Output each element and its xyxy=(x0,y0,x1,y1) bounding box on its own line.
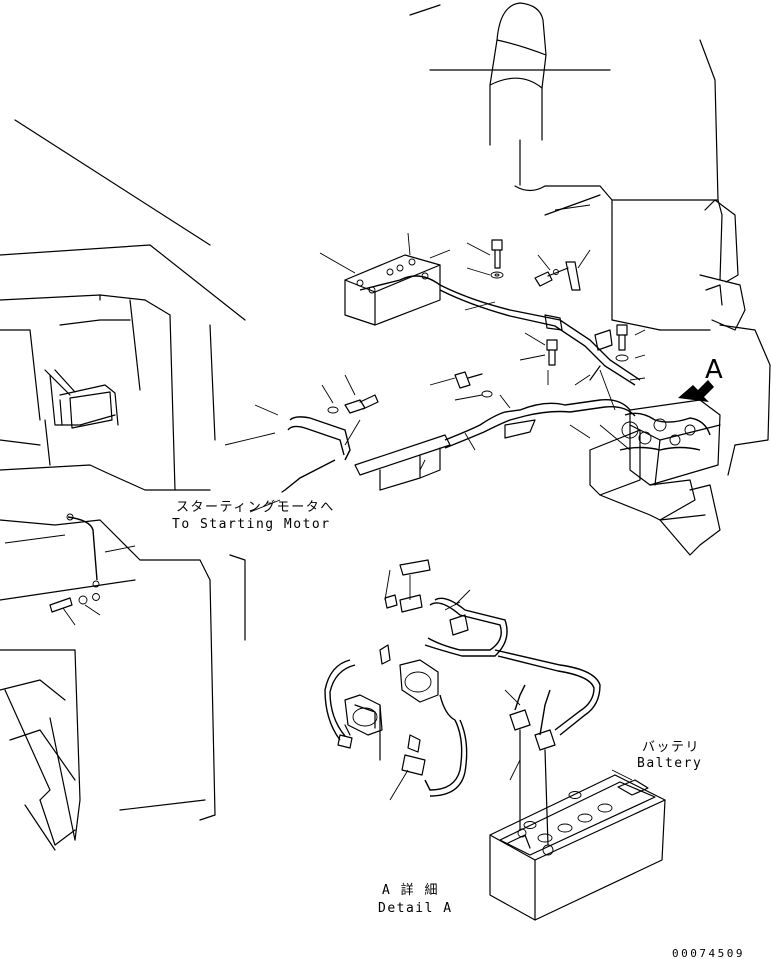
battery-label-jp: バッテリ xyxy=(642,740,701,755)
starting-motor-label-en: To Starting Motor xyxy=(172,517,331,532)
detail-label-en: Detail A xyxy=(378,901,453,916)
detail-arrow xyxy=(678,380,714,402)
engine-hood xyxy=(409,4,771,476)
starting-motor-label-jp: スターティングモータへ xyxy=(176,500,335,515)
ground-cable xyxy=(4,513,136,626)
front-battery xyxy=(569,369,721,556)
exhaust-stack xyxy=(489,2,547,192)
rear-battery xyxy=(319,232,496,326)
battery-label-en: Baltery xyxy=(637,756,703,771)
detail-battery xyxy=(489,769,666,921)
fasteners xyxy=(254,239,646,416)
detail-label-jp: A 詳 細 xyxy=(382,883,439,898)
leader-lines xyxy=(224,204,591,513)
cab-structure xyxy=(0,119,246,851)
starter-cable xyxy=(281,416,361,493)
drawing-number: 00074509 xyxy=(672,947,745,959)
floor-harness xyxy=(354,394,636,491)
detail-a-marker: A xyxy=(705,355,723,385)
battery-harness xyxy=(439,284,641,386)
detail-a-view xyxy=(324,559,601,846)
